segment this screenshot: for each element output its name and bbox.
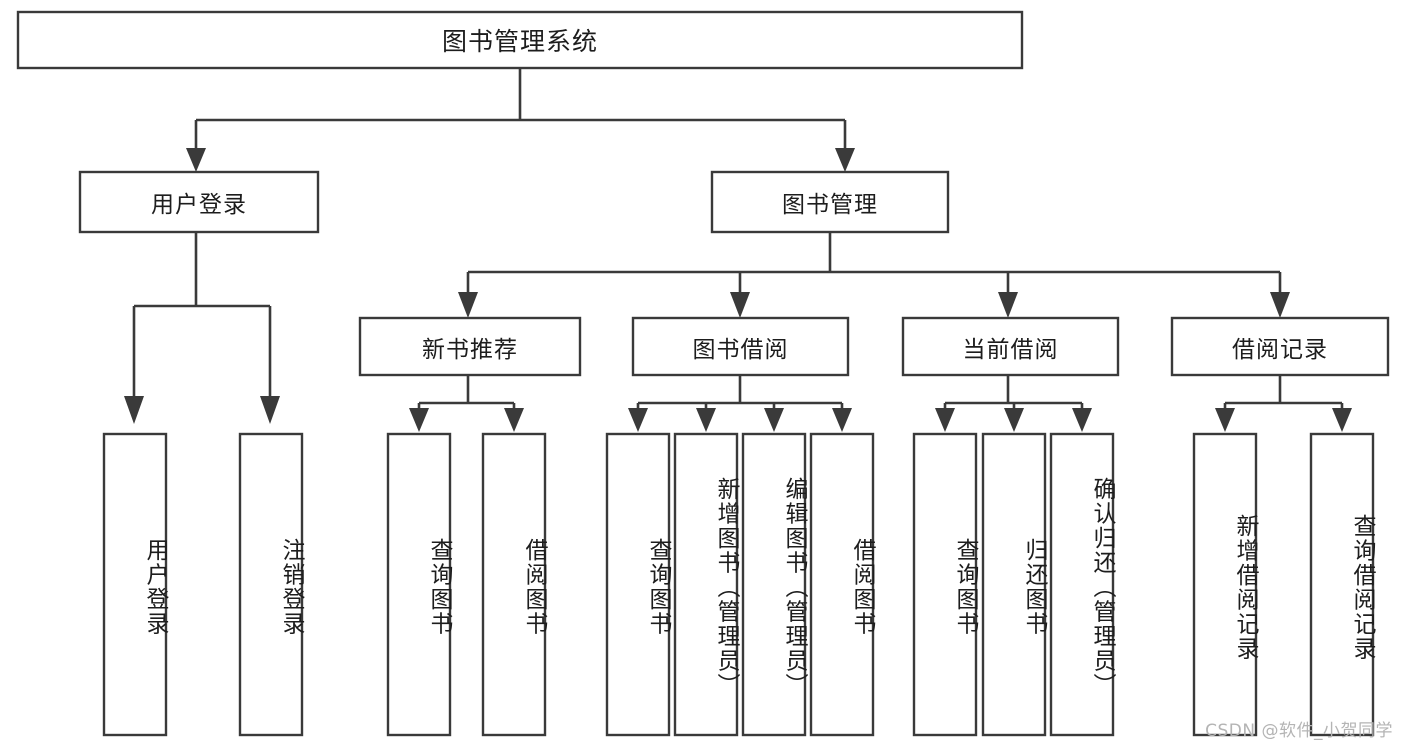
node-leaf-add-book[interactable] [673,432,739,737]
node-leaf-logout[interactable] [238,432,304,737]
node-leaf-user-login[interactable] [102,432,168,737]
node-leaf-edit-book[interactable] [741,432,807,737]
node-book-borrow[interactable] [631,316,850,377]
node-new-book-recommend[interactable] [358,316,582,377]
node-leaf-query-book-3[interactable] [912,432,978,737]
connectors-newbook-to-leaves [409,375,524,432]
connectors-bookborrow-to-leaves [628,375,852,432]
node-leaf-return-book[interactable] [981,432,1047,737]
node-borrow-record[interactable] [1170,316,1390,377]
node-user-login[interactable] [78,170,320,234]
node-leaf-query-book-1[interactable] [386,432,452,737]
csdn-watermark: CSDN @软件_小贺同学 [1205,721,1393,741]
node-leaf-borrow-book-1[interactable] [481,432,547,737]
connectors-userlogin-to-leaves [124,232,280,424]
node-leaf-query-record[interactable] [1309,432,1375,737]
node-leaf-add-record[interactable] [1192,432,1258,737]
connectors-bookmanage-to-level3 [458,232,1290,318]
node-root[interactable] [16,10,1024,70]
node-leaf-query-book-2[interactable] [605,432,671,737]
node-current-borrow[interactable] [901,316,1120,377]
connectors-borrowrecord-to-leaves [1215,375,1352,432]
node-leaf-borrow-book-2[interactable] [809,432,875,737]
node-leaf-confirm-return[interactable] [1049,432,1115,737]
connectors-root-to-level2 [186,68,855,172]
node-book-manage[interactable] [710,170,950,234]
connectors-currentborrow-to-leaves [935,375,1092,432]
